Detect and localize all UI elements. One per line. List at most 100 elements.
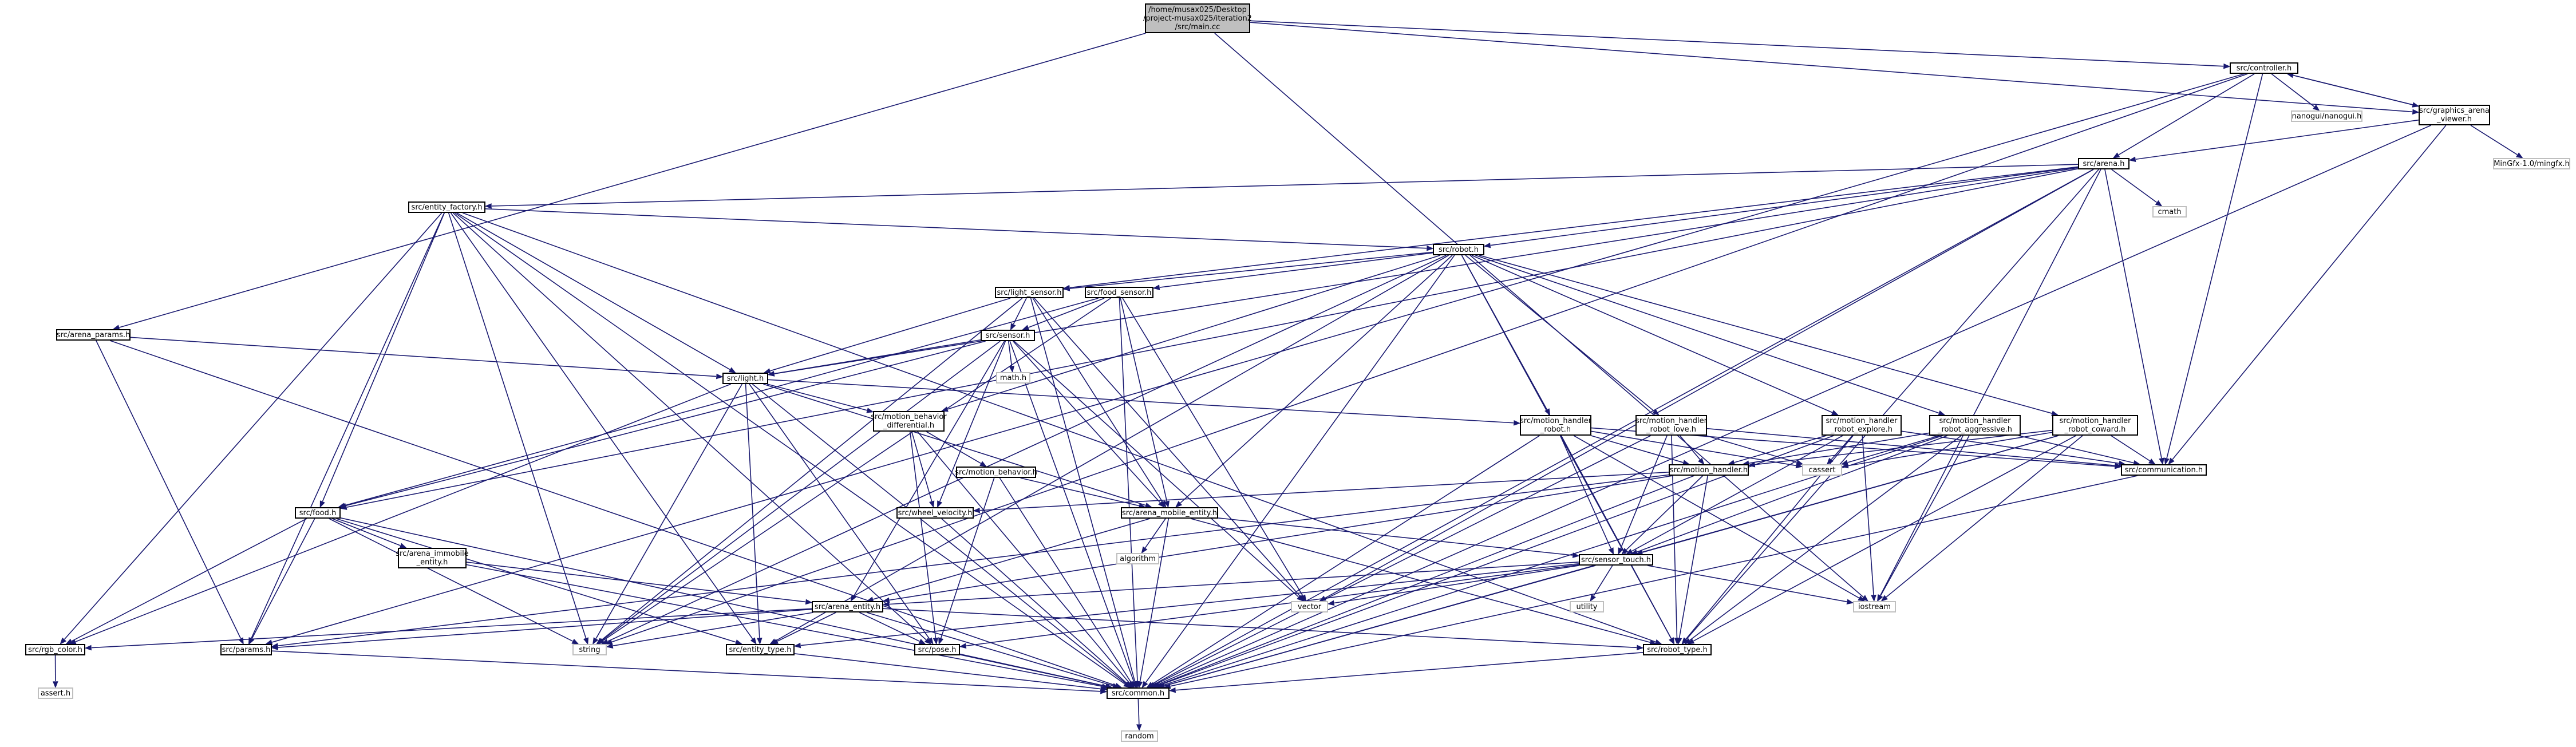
- arrowhead-food_sensor: [1152, 284, 1160, 290]
- node-rgb-color-h[interactable]: src/rgb_color.h: [25, 644, 85, 655]
- node-robot-type-h[interactable]: src/robot_type.h: [1643, 644, 1712, 655]
- edge-arena_params-to-params: [96, 340, 242, 639]
- edge-arena_params-to-light: [130, 337, 717, 377]
- node-motion-handler-robot-coward-h[interactable]: src/motion_handler _robot_coward.h: [2052, 415, 2138, 436]
- node-pose-h[interactable]: src/pose.h: [914, 644, 960, 655]
- node-label: src/entity_type.h: [729, 645, 792, 654]
- node-light-h[interactable]: src/light.h: [722, 373, 768, 384]
- edge-light_sensor-to-vector: [1034, 298, 1301, 597]
- edge-mh_explore-to-sensor_touch: [1631, 435, 1843, 552]
- edge-mh_robot-to-iostream: [1573, 435, 1859, 599]
- node-entity-factory-h[interactable]: src/entity_factory.h: [408, 201, 485, 213]
- edge-main-to-controller: [1250, 20, 2224, 67]
- arrowhead-arena: [2128, 156, 2136, 163]
- node-arena-params-h[interactable]: src/arena_params.h: [56, 329, 131, 341]
- node-label: src/arena.h: [2083, 159, 2125, 168]
- node-wheel-velocity-h[interactable]: src/wheel_velocity.h: [896, 507, 974, 519]
- edge-wheel_velocity-to-common: [941, 518, 1128, 684]
- edge-motion_handler-to-sensor_touch: [1626, 475, 1704, 550]
- edge-entity_factory-to-params: [251, 212, 445, 639]
- arrowhead-algorithm: [1141, 546, 1148, 554]
- node-graphics-arena-viewer-h[interactable]: src/graphics_arena _viewer.h: [2419, 105, 2490, 125]
- node-motion-behavior-differential-h[interactable]: src/motion_behavior _differential.h: [871, 411, 947, 432]
- edge-arena_entity-to-common: [866, 612, 1113, 686]
- node-sensor-h[interactable]: src/sensor.h: [981, 330, 1035, 341]
- arrowhead-arena_mobile: [1175, 501, 1183, 508]
- edge-mb_differential-to-common: [917, 431, 1130, 683]
- node-arena-mobile-entity-h[interactable]: src/arena_mobile_entity.h: [1121, 507, 1218, 519]
- node-label: vector: [1297, 602, 1322, 611]
- edge-food-to-string: [329, 518, 573, 642]
- node-params-h[interactable]: src/params.h: [220, 644, 272, 655]
- edge-controller-to-communication: [2166, 73, 2263, 459]
- node-label-line: _viewer.h: [2437, 115, 2472, 124]
- node-food-sensor-h[interactable]: src/food_sensor.h: [1085, 287, 1153, 298]
- edge-light-to-common: [752, 384, 1127, 684]
- edge-mh_explore-to-common: [1159, 435, 1834, 686]
- edge-sensor_touch-to-arena_entity: [889, 562, 1579, 605]
- arrowhead-communication: [2159, 457, 2164, 465]
- edge-light_sensor-to-arena_mobile: [1032, 298, 1163, 503]
- arrowhead-arena_entity: [805, 599, 813, 605]
- node-light-sensor-h[interactable]: src/light_sensor.h: [995, 287, 1064, 298]
- node-sensor-touch-h[interactable]: src/sensor_touch.h: [1579, 554, 1653, 566]
- edge-mh_love-to-common: [1155, 435, 1652, 685]
- arrowhead-food: [319, 500, 325, 508]
- node-arena-immobile-entity-h[interactable]: src/arena_immobile _entity.h: [396, 548, 469, 568]
- edge-mh_aggressive-to-iostream: [1880, 435, 1970, 596]
- edge-pose-to-common: [959, 654, 1106, 687]
- edge-sensor-to-wheel_velocity: [939, 341, 1006, 502]
- arrowhead-math: [1009, 365, 1015, 373]
- arrowhead-cassert: [1840, 460, 1848, 465]
- node-label-line: /src/main.cc: [1175, 22, 1220, 31]
- node-motion-handler-robot-explore-h[interactable]: src/motion_handler _robot_explore.h: [1822, 415, 1902, 436]
- edge-mh_robot-to-motion_handler: [1591, 435, 1684, 463]
- node-motion-handler-robot-love-h[interactable]: src/motion_handler _robot_love.h: [1635, 415, 1707, 436]
- arrowhead-motion_handler: [1748, 461, 1756, 468]
- edge-mh_aggressive-to-communication: [2018, 435, 2134, 464]
- arrowhead-robot_type: [1676, 637, 1682, 645]
- node-label: src/sensor.h: [985, 331, 1030, 340]
- node-label: assert.h: [40, 689, 71, 698]
- edge-arena_entity-to-string: [613, 612, 813, 646]
- edge-arena-to-food: [346, 168, 2079, 508]
- arrowhead-mh_explore: [1831, 410, 1839, 416]
- node-arena-h[interactable]: src/arena.h: [2078, 158, 2129, 169]
- arrowhead-pose: [959, 643, 967, 649]
- arrowhead-string: [592, 637, 599, 645]
- node-motion-behavior-h[interactable]: src/motion_behavior.h: [955, 467, 1037, 478]
- edge-robot_type-to-common: [1175, 652, 1643, 691]
- node-robot-h[interactable]: src/robot.h: [1433, 244, 1484, 255]
- arrowhead-iostream: [1877, 594, 1883, 602]
- arrowhead-robot_type: [1681, 637, 1688, 645]
- node-random: random: [1121, 730, 1158, 742]
- node-arena-entity-h[interactable]: src/arena_entity.h: [812, 601, 883, 612]
- edge-entity_factory-to-light: [456, 212, 730, 370]
- node-label: src/arena_entity.h: [814, 602, 881, 611]
- edge-mh_coward-to-communication: [2111, 435, 2150, 461]
- arrowhead-rgb_color: [65, 638, 73, 645]
- node-common-h[interactable]: src/common.h: [1107, 687, 1170, 699]
- node-math-h: math.h: [996, 372, 1030, 384]
- edge-light_sensor-to-string: [601, 298, 1023, 641]
- arrowhead-cassert: [1796, 460, 1804, 465]
- node-food-h[interactable]: src/food.h: [295, 507, 341, 519]
- node-motion-handler-robot-aggressive-h[interactable]: src/motion_handler _robot_aggressive.h: [1929, 415, 2021, 436]
- edge-light-to-mb_differential: [767, 384, 867, 411]
- node-controller-h[interactable]: src/controller.h: [2230, 62, 2298, 74]
- arrowhead-motion_behavior: [979, 461, 987, 467]
- node-label-line: src/motion_handler: [1939, 417, 2011, 425]
- node-label: cassert: [1808, 465, 1836, 475]
- node-entity-type-h[interactable]: src/entity_type.h: [726, 644, 795, 655]
- node-label-line: _robot.h: [1540, 425, 1571, 434]
- node-motion-handler-robot-h[interactable]: src/motion_handler _robot.h: [1520, 415, 1591, 436]
- node-label-line: src/motion_handler: [2059, 417, 2131, 425]
- node-utility: utility: [1570, 601, 1604, 612]
- node-communication-h[interactable]: src/communication.h: [2121, 464, 2207, 476]
- edge-sensor-to-arena_entity: [854, 341, 1005, 596]
- edge-arena_entity-to-rgb_color: [91, 608, 812, 649]
- node-label-line: _robot_love.h: [1646, 425, 1696, 434]
- node-label: src/motion_handler.h: [1669, 465, 1748, 475]
- node-label: src/communication.h: [2124, 465, 2203, 475]
- node-motion-handler-h[interactable]: src/motion_handler.h: [1669, 464, 1749, 476]
